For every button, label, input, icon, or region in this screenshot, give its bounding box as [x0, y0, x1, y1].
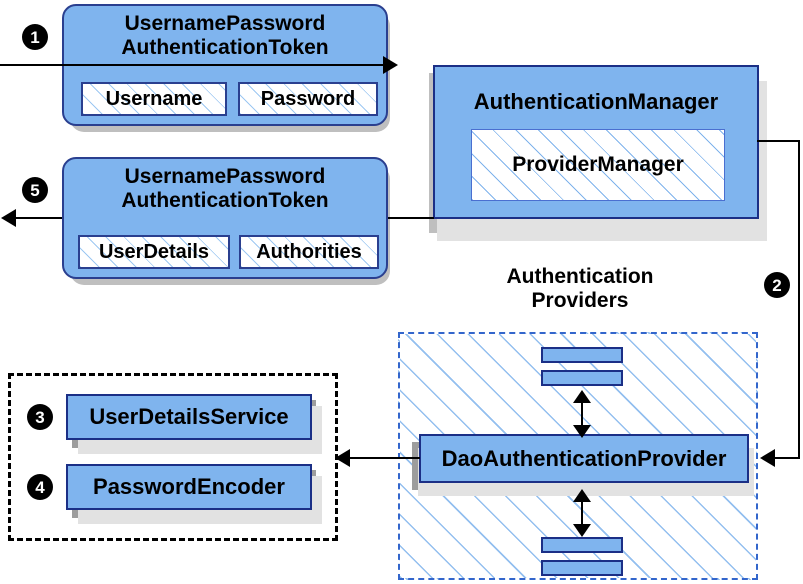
incoming-request-line: [0, 64, 383, 66]
response-token-slot-authorities: Authorities: [239, 235, 379, 269]
step-bullet-4: 4: [27, 474, 53, 500]
step-bullet-2: 2: [764, 272, 790, 298]
userdetailsservice-box: UserDetailsService: [66, 394, 312, 440]
response-token-title-line2: AuthenticationToken: [121, 188, 329, 212]
manager-to-response-token-line: [388, 217, 434, 219]
outgoing-response-line: [16, 217, 62, 219]
request-token-title-line1: UsernamePassword: [124, 12, 326, 35]
request-token-title-line2: AuthenticationToken: [121, 35, 329, 59]
request-token-title: UsernamePassword AuthenticationToken: [64, 12, 386, 59]
providers-caption-line2: Providers: [531, 289, 629, 313]
response-token-card: UsernamePassword AuthenticationToken Use…: [62, 157, 388, 279]
request-token-slot-username: Username: [81, 82, 227, 116]
incoming-request-arrowhead: [383, 56, 398, 74]
dao-to-services-line: [350, 457, 420, 459]
response-token-title-line1: UsernamePassword: [124, 165, 326, 188]
response-token-title: UsernamePassword AuthenticationToken: [64, 165, 386, 212]
provider-link-arrowhead-up-2: [573, 489, 591, 502]
provider-stack-bar-bottom-1: [541, 537, 623, 553]
step-bullet-5: 5: [22, 177, 48, 203]
step-bullet-1: 1: [22, 24, 48, 50]
provider-stack-bar-top-2: [541, 370, 623, 386]
request-token-slot-password: Password: [238, 82, 378, 116]
manager-to-provider-line-bottom: [775, 457, 800, 459]
manager-to-provider-arrowhead: [760, 449, 775, 467]
provider-link-arrowhead-down-2: [573, 524, 591, 537]
manager-to-provider-line-vertical: [798, 140, 800, 458]
provider-link-arrowhead-up: [573, 390, 591, 403]
providers-caption-line1: Authentication: [506, 265, 654, 288]
provider-link-line-bottom: [581, 495, 583, 531]
passwordencoder-box: PasswordEncoder: [66, 464, 312, 510]
dao-authentication-provider-box: DaoAuthenticationProvider: [419, 434, 749, 483]
authentication-manager-box: AuthenticationManager ProviderManager: [433, 65, 759, 219]
provider-manager-box: ProviderManager: [471, 129, 725, 201]
dao-to-services-arrowhead: [335, 449, 350, 467]
provider-link-arrowhead-down: [573, 425, 591, 438]
outgoing-response-arrowhead: [1, 209, 16, 227]
manager-to-provider-line-top: [757, 140, 800, 142]
provider-stack-bar-bottom-2: [541, 560, 623, 576]
authentication-manager-title: AuthenticationManager: [473, 89, 719, 114]
provider-stack-bar-top-1: [541, 347, 623, 363]
response-token-slot-userdetails: UserDetails: [78, 235, 230, 269]
authentication-providers-caption: Authentication Providers: [470, 265, 690, 313]
step-bullet-3: 3: [27, 404, 53, 430]
provider-link-line-top: [581, 396, 583, 432]
